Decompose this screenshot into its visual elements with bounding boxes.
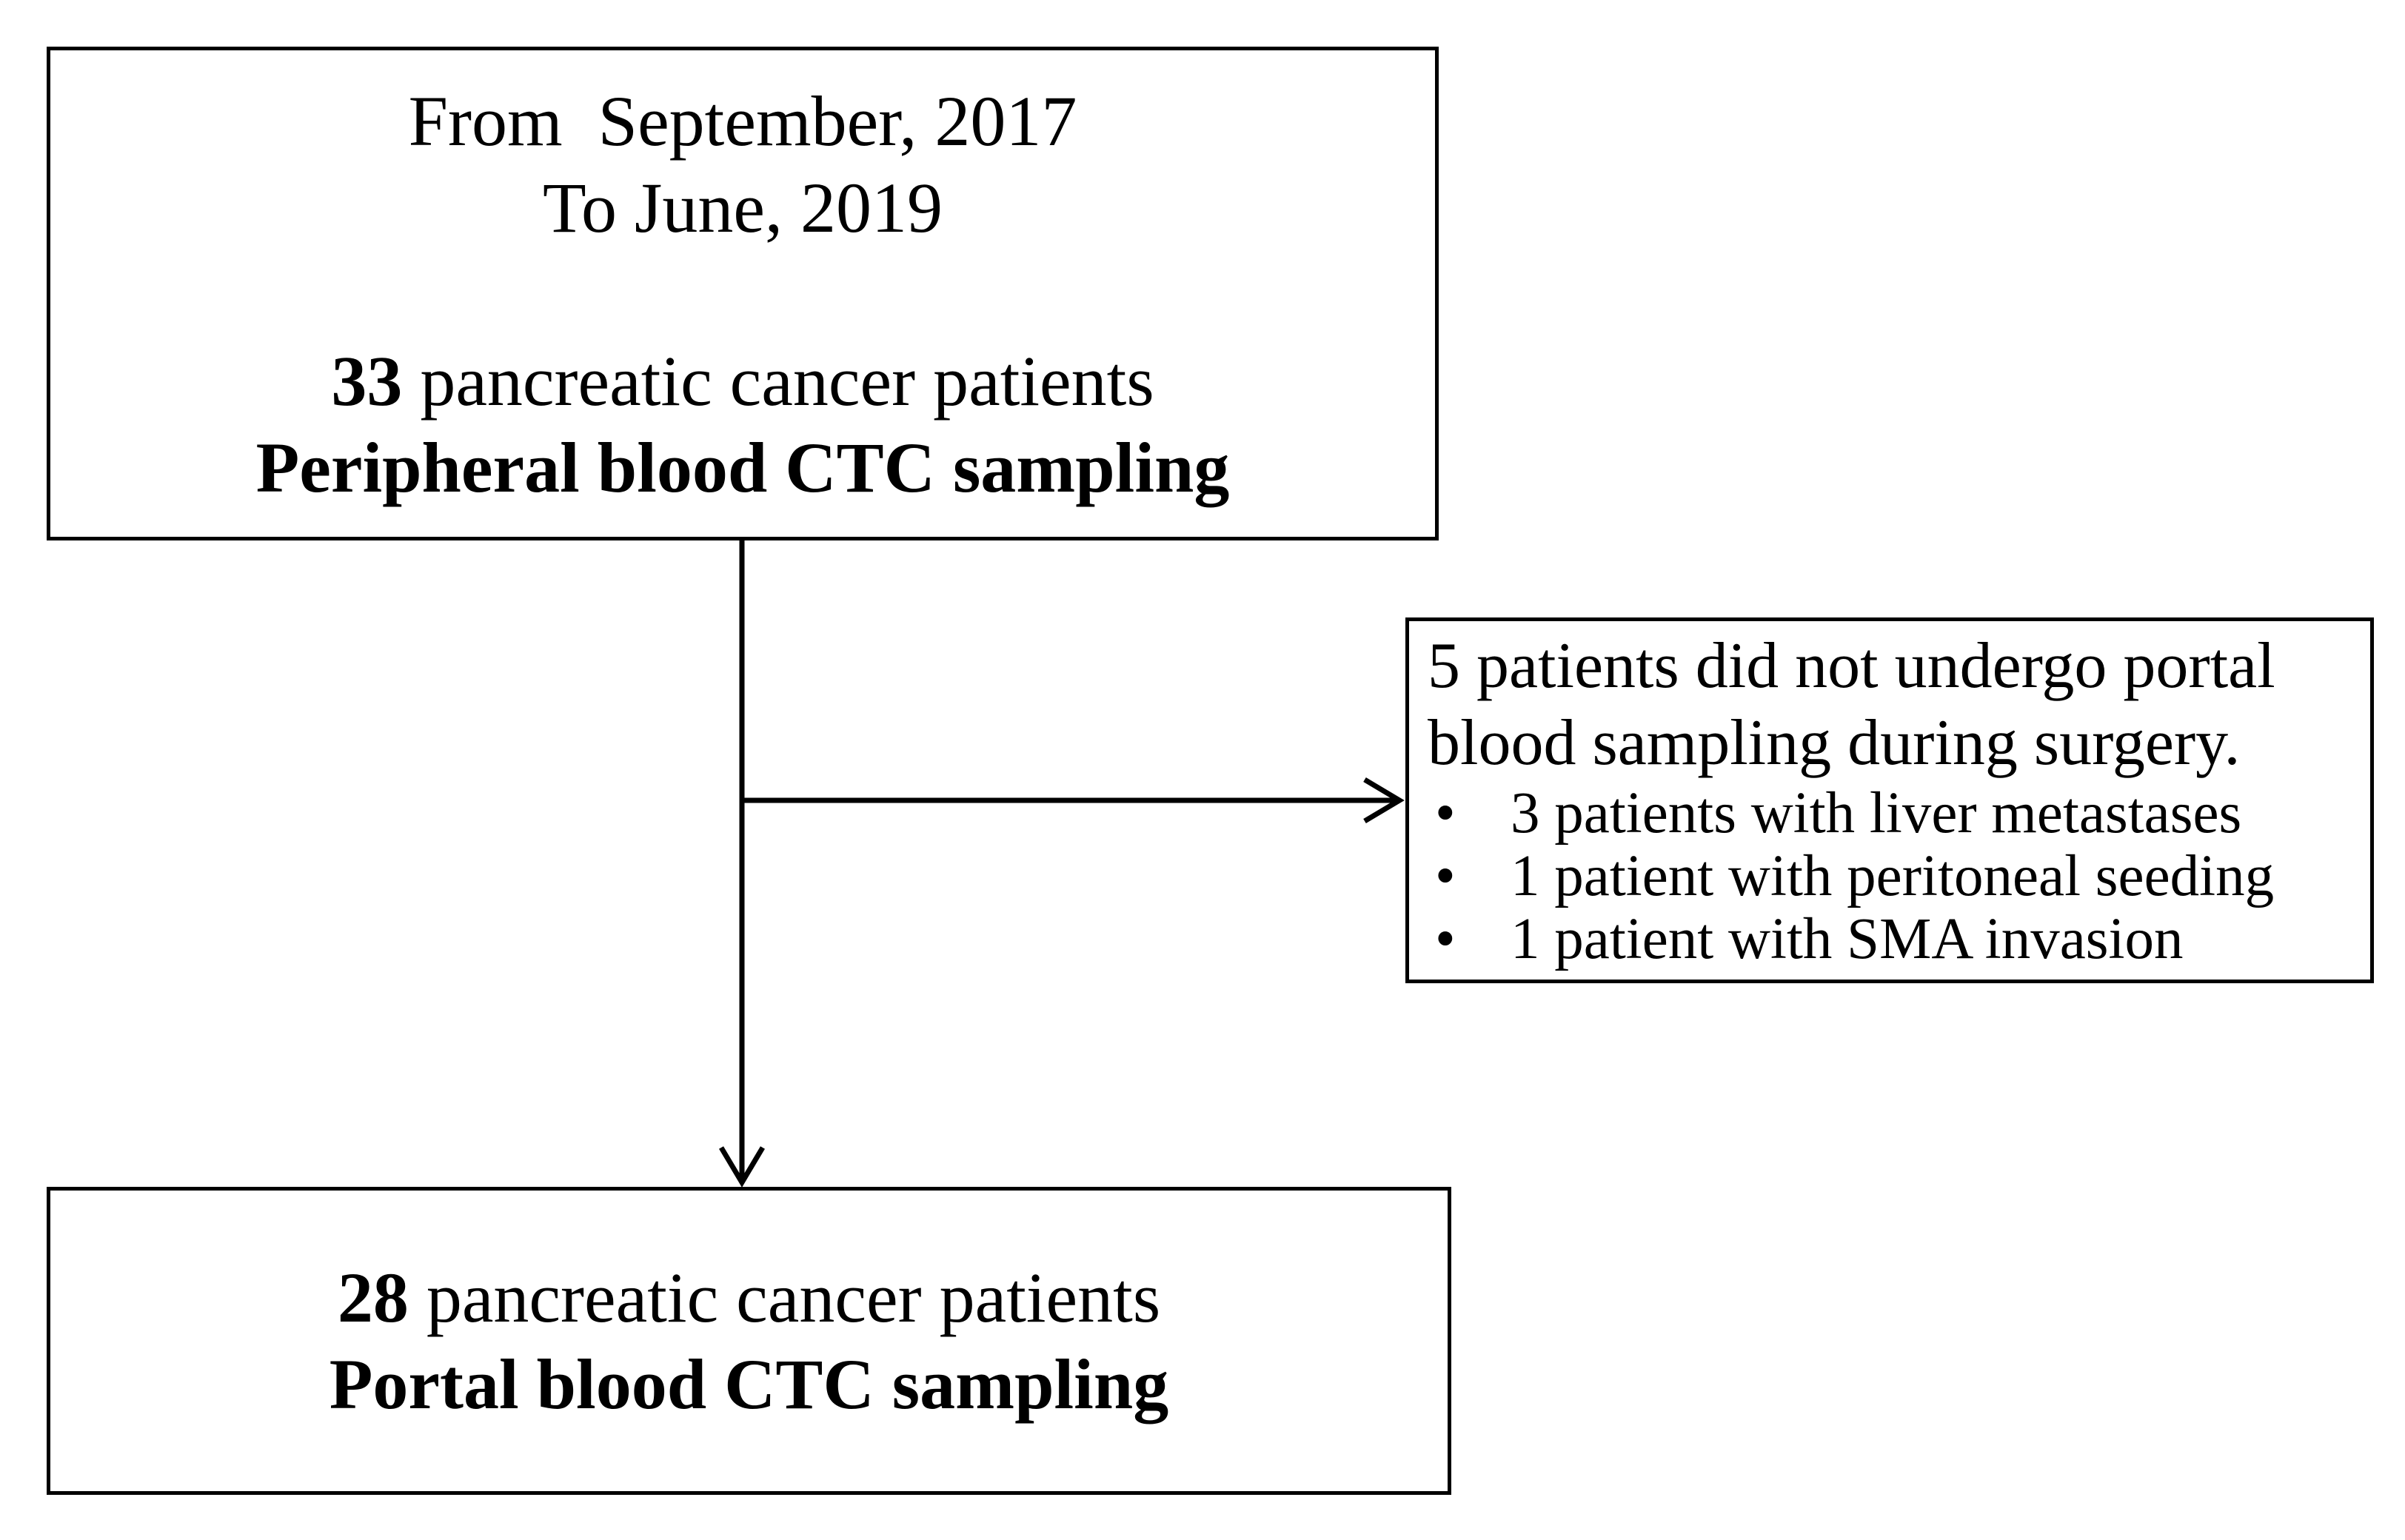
patient-count-suffix: pancreatic cancer patients xyxy=(408,1258,1161,1337)
exclusion-item-text: 3 patients with liver metastases xyxy=(1511,781,2242,846)
exclusion-box: 5 patients did not undergo portal blood … xyxy=(1405,617,2374,983)
patient-count: 28 xyxy=(337,1258,409,1337)
right-arrow xyxy=(742,777,1405,824)
bullet-icon: • xyxy=(1435,907,1456,971)
exclusion-heading-line-2: blood sampling during surgery. xyxy=(1428,707,2241,779)
patient-count: 33 xyxy=(331,341,403,421)
date-range-line-2: To June, 2019 xyxy=(543,168,943,247)
patient-count-line: 28 pancreatic cancer patients xyxy=(50,1254,1448,1341)
exclusion-heading-line-1: 5 patients did not undergo portal xyxy=(1428,630,2275,702)
blank-line xyxy=(50,251,1435,338)
exclusion-item: • 1 patient with peritoneal seeding xyxy=(1428,845,2357,908)
bullet-icon: • xyxy=(1435,781,1456,846)
peripheral-sampling-box: From September, 2017 To June, 2019 33 pa… xyxy=(47,47,1439,540)
exclusion-item: • 1 patient with SMA invasion xyxy=(1428,908,2357,971)
date-range-line-1: From September, 2017 xyxy=(408,81,1077,161)
sampling-type-line: Peripheral blood CTC sampling xyxy=(255,428,1230,507)
sampling-type-line: Portal blood CTC sampling xyxy=(329,1345,1169,1424)
bullet-icon: • xyxy=(1435,844,1456,908)
down-arrow xyxy=(718,537,766,1188)
patient-count-line: 33 pancreatic cancer patients xyxy=(50,338,1435,424)
exclusion-item: • 3 patients with liver metastases xyxy=(1428,782,2357,845)
patient-count-suffix: pancreatic cancer patients xyxy=(402,341,1154,421)
portal-sampling-box: 28 pancreatic cancer patients Portal blo… xyxy=(47,1187,1451,1495)
exclusion-item-text: 1 patient with SMA invasion xyxy=(1511,907,2184,971)
exclusion-item-text: 1 patient with peritoneal seeding xyxy=(1511,844,2275,908)
